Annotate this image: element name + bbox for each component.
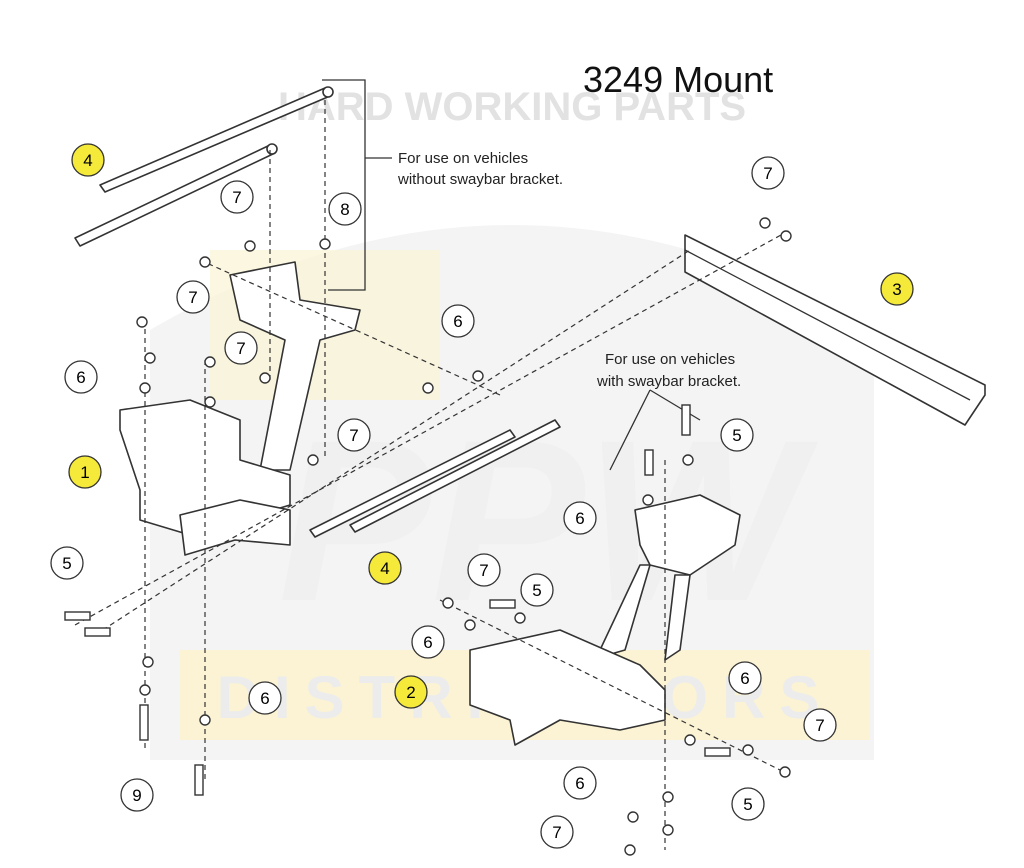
callout-bubble [220,180,254,214]
note-with-swaybar-1: For use on vehicles [605,351,735,368]
callout-bubble [803,708,837,742]
callout-label: 6 [740,669,749,688]
callout-bubble [176,280,210,314]
right-bracket [469,494,741,746]
callout-7: 7 [803,708,837,742]
note-without-swaybar-2: without swaybar bracket. [397,171,563,188]
callout-7: 7 [337,418,371,452]
callout-label: 6 [575,509,584,528]
callout-label: 3 [892,280,901,299]
callout-label: 7 [479,561,488,580]
callout-bubble [467,553,501,587]
callout-label: 4 [380,559,389,578]
callout-label: 6 [260,689,269,708]
callout-bubble [751,156,785,190]
callout-label: 5 [743,795,752,814]
callout-bubble [563,766,597,800]
callout-label: 6 [453,312,462,331]
callout-layer: 4 7 8 7 3 7 6 7 6 7 1 5 6 4 5 7 5 6 2 6 6 7 9 5 6 7 [50,143,914,849]
callout-bubble [411,625,445,659]
sway-rods-lower [309,419,561,538]
callout-bubble [368,551,402,585]
callout-label: 6 [76,368,85,387]
left-bracket [119,261,361,556]
callout-5: 5 [520,573,554,607]
hardware [64,217,792,856]
callout-label: 7 [232,188,241,207]
callout-bubble [441,304,475,338]
callout-label: 2 [406,683,415,702]
callout-bubble [728,661,762,695]
callout-label: 7 [815,716,824,735]
callout-6: 6 [563,766,597,800]
callout-bubble [731,787,765,821]
callout-6: 6 [411,625,445,659]
cross-bar [684,234,986,426]
callout-label: 5 [62,554,71,573]
callout-bubble [337,418,371,452]
callout-label: 5 [732,426,741,445]
callout-3: 3 [880,272,914,306]
callout-bubble [880,272,914,306]
callout-bubble [394,675,428,709]
callout-6: 6 [441,304,475,338]
callout-bubble [328,192,362,226]
note-with-swaybar-2: with swaybar bracket. [596,373,741,390]
callout-6: 6 [64,360,98,394]
callout-5: 5 [720,418,754,452]
callout-bubble [720,418,754,452]
callout-label: 7 [552,823,561,842]
callout-label: 7 [188,288,197,307]
callout-5: 5 [731,787,765,821]
callout-label: 7 [763,164,772,183]
callout-6: 6 [563,501,597,535]
callout-bubble [120,778,154,812]
callout-label: 1 [80,463,89,482]
callout-label: 6 [575,774,584,793]
callout-7: 7 [220,180,254,214]
callout-bubble [224,331,258,365]
callout-label: 8 [340,200,349,219]
callout-label: 7 [236,339,245,358]
callout-7: 7 [467,553,501,587]
callout-9: 9 [120,778,154,812]
callout-label: 9 [132,786,141,805]
callout-8: 8 [328,192,362,226]
watermark-arc-text: HARD WORKING PARTS [278,85,746,129]
callout-6: 6 [728,661,762,695]
diagram-title: 3249 Mount [583,59,773,100]
callout-label: 4 [83,151,92,170]
callout-bubble [540,815,574,849]
callout-7: 7 [176,280,210,314]
callout-bubble [68,455,102,489]
callout-4: 4 [368,551,402,585]
callout-bubble [248,681,282,715]
callout-1: 1 [68,455,102,489]
assembly-lines [74,100,791,850]
callout-7: 7 [224,331,258,365]
callout-7: 7 [751,156,785,190]
callout-label: 5 [532,581,541,600]
callout-bubble [520,573,554,607]
callout-bubble [71,143,105,177]
note-without-swaybar-1: For use on vehicles [398,150,528,167]
callout-2: 2 [394,675,428,709]
callout-6: 6 [248,681,282,715]
sway-rods-upper [74,86,334,247]
callout-label: 6 [423,633,432,652]
callout-7: 7 [540,815,574,849]
callout-bubble [64,360,98,394]
callout-5: 5 [50,546,84,580]
callout-4: 4 [71,143,105,177]
callout-bubble [563,501,597,535]
callout-bubble [50,546,84,580]
callout-label: 7 [349,426,358,445]
